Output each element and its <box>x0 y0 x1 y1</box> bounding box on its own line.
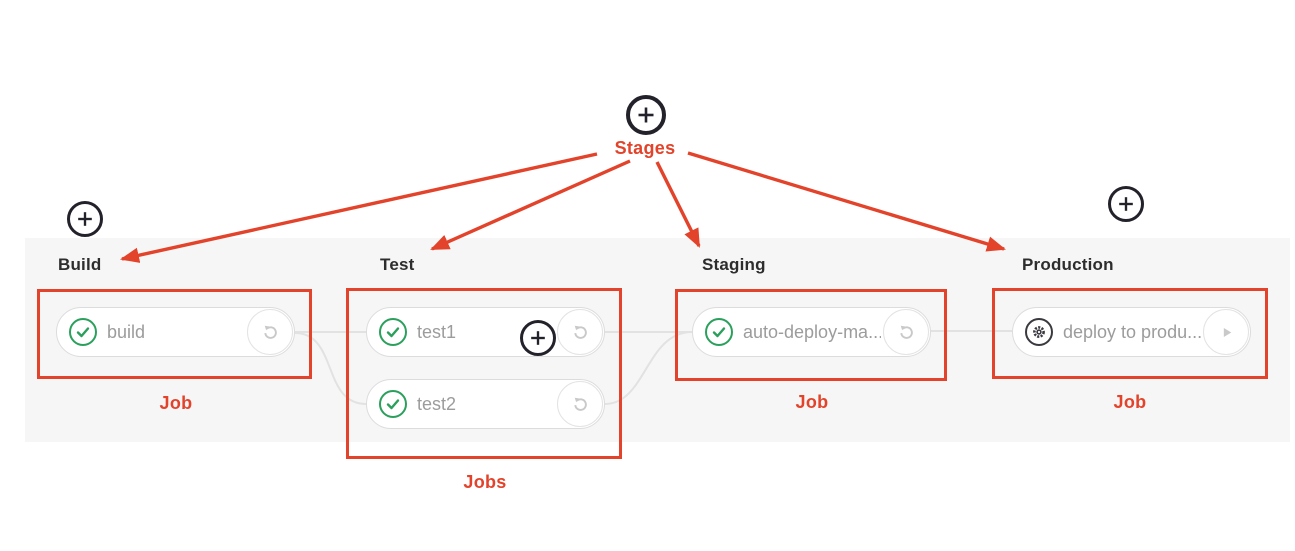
add-job-plus-icon-test[interactable] <box>520 320 556 356</box>
annotation-box-staging-job <box>675 289 947 381</box>
annotation-box-test-jobs <box>346 288 622 459</box>
stage-label-staging: Staging <box>702 255 766 274</box>
job-name: auto-deploy-ma... <box>743 322 881 342</box>
manual-gear-icon <box>1025 318 1053 346</box>
retry-icon <box>573 397 587 411</box>
play-job-button[interactable] <box>1203 309 1249 355</box>
stage-label-production: Production <box>1022 255 1114 274</box>
stage-label-build: Build <box>58 255 102 274</box>
add-stage-plus-icon-left[interactable] <box>67 201 103 237</box>
annotation-label-stages: Stages <box>614 138 676 158</box>
retry-job-button[interactable] <box>557 309 603 355</box>
job-pill-staging[interactable]: auto-deploy-ma... <box>692 307 931 357</box>
stage-label-test: Test <box>380 255 415 274</box>
annotation-label-test-jobs: Jobs <box>463 472 507 492</box>
job-name: deploy to produ... <box>1063 322 1201 342</box>
add-stage-plus-icon-top[interactable] <box>626 95 666 135</box>
success-check-icon <box>379 390 407 418</box>
play-icon <box>1223 327 1231 337</box>
job-pill-test1[interactable]: test1 <box>366 307 605 357</box>
arrow-stages-to-production <box>687 151 1006 252</box>
retry-icon <box>573 325 587 339</box>
retry-job-button[interactable] <box>557 381 603 427</box>
job-pill-build[interactable]: build <box>56 307 295 357</box>
job-pill-test2[interactable]: test2 <box>366 379 605 429</box>
job-pill-production[interactable]: deploy to produ... <box>1012 307 1251 357</box>
retry-icon <box>899 325 913 339</box>
success-check-icon <box>705 318 733 346</box>
job-name: build <box>107 322 146 342</box>
annotation-box-build-job <box>37 289 312 379</box>
retry-icon <box>263 325 277 339</box>
arrow-stages-to-staging <box>655 161 701 248</box>
annotation-label-build-job: Job <box>159 393 193 413</box>
success-check-icon <box>379 318 407 346</box>
retry-job-button[interactable] <box>247 309 293 355</box>
annotation-box-production-job <box>992 288 1268 379</box>
success-check-icon <box>69 318 97 346</box>
job-name: test2 <box>417 394 457 414</box>
job-name: test1 <box>417 322 457 342</box>
retry-job-button[interactable] <box>883 309 929 355</box>
arrow-stages-to-test <box>430 159 631 251</box>
add-stage-plus-icon-right[interactable] <box>1108 186 1144 222</box>
annotation-label-production-job: Job <box>1113 392 1147 412</box>
annotation-label-staging-job: Job <box>795 392 829 412</box>
